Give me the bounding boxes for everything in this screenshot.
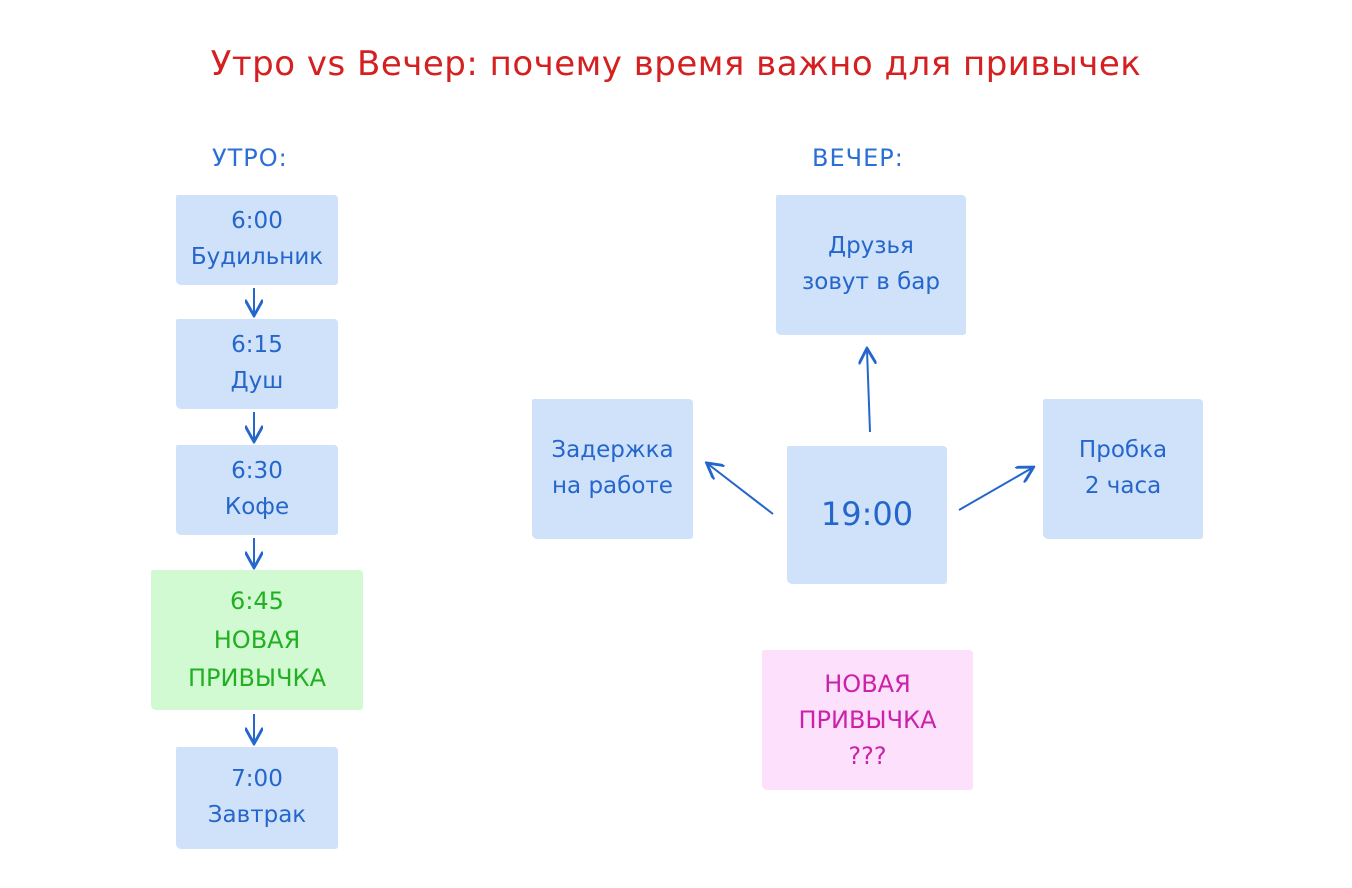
morning-new-habit: 6:45 НОВАЯ ПРИВЫЧКА — [151, 570, 363, 710]
diagram-title: Утро vs Вечер: почему время важно для пр… — [210, 44, 1142, 84]
morning-step-1: 6:00 Будильник — [176, 195, 338, 285]
box-line: Друзья — [828, 233, 914, 260]
step-label: НОВАЯ ПРИВЫЧКА — [187, 625, 327, 693]
evening-heading: ВЕЧЕР: — [812, 144, 904, 172]
step-label: Завтрак — [207, 802, 307, 828]
evening-friends-box: Друзья зовут в бар — [776, 195, 966, 335]
evening-new-habit-box: НОВАЯ ПРИВЫЧКА ??? — [762, 650, 973, 790]
box-line: ПРИВЫЧКА — [798, 706, 937, 734]
arrow-to-left — [708, 464, 774, 515]
box-line: ??? — [848, 742, 887, 770]
step-label: Будильник — [190, 244, 324, 270]
step-time: 7:00 — [231, 766, 283, 793]
step-time: 6:45 — [230, 587, 284, 616]
arrow-to-top — [867, 350, 870, 433]
box-line: зовут в бар — [802, 269, 940, 295]
evening-traffic-box: Пробка 2 часа — [1043, 399, 1203, 539]
evening-time: 19:00 — [820, 495, 914, 534]
morning-step-3: 6:30 Кофе — [176, 445, 338, 535]
box-line: Пробка — [1078, 437, 1168, 464]
step-time: 6:15 — [231, 332, 283, 359]
step-time: 6:00 — [231, 208, 283, 235]
evening-time-box: 19:00 — [787, 446, 947, 584]
morning-heading: УТРО: — [212, 144, 288, 172]
box-line: 2 часа — [1084, 473, 1162, 499]
morning-step-2: 6:15 Душ — [176, 319, 338, 409]
morning-step-5: 7:00 Завтрак — [176, 747, 338, 849]
arrow-to-right — [958, 468, 1032, 511]
step-label: Кофе — [224, 494, 290, 520]
box-line: НОВАЯ — [824, 670, 911, 698]
box-line: на работе — [552, 473, 673, 499]
evening-work-delay-box: Задержка на работе — [532, 399, 693, 539]
step-time: 6:30 — [231, 458, 283, 485]
box-line: Задержка — [551, 437, 674, 464]
step-label: Душ — [230, 368, 284, 394]
